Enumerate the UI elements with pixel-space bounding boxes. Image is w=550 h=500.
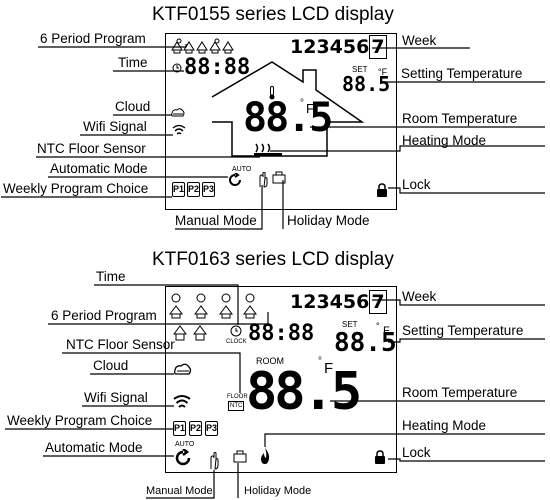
diagram2-heating-icon [261, 448, 270, 464]
diagram1-program-p2: P2 [187, 182, 200, 197]
diagram2-ntc-label: NTC [228, 401, 245, 411]
diagram1-room-temp: 88.5 [243, 95, 333, 141]
diagram1-auto-icon [229, 173, 241, 186]
diagram2-week-days: 123456 [290, 291, 370, 313]
diagram1-label-cloud: Cloud [115, 99, 151, 114]
diagram2-label-time: Time [96, 269, 126, 284]
diagram2-set-label: SET [342, 320, 358, 329]
diagram2-room-temp: 88.5 [246, 362, 362, 422]
diagram1-manual-icon [259, 172, 268, 188]
diagram2-label-room-temperature: Room Temperature [402, 385, 518, 400]
diagram1-cloud-icon [171, 108, 185, 117]
diagram1-set-unit: °F [378, 67, 388, 77]
diagram1-label-setting-temperature: Setting Temperature [401, 66, 523, 81]
diagram1-label-holiday-mode: Holiday Mode [287, 213, 370, 228]
diagram2-auto-icon [175, 449, 191, 466]
diagram1-clock-icon [172, 63, 182, 73]
diagram1-set-temp: 88.5 [342, 72, 391, 96]
diagram2-label-6-period-program: 6 Period Program [51, 308, 157, 323]
diagram2-cloud-icon [174, 363, 192, 375]
diagram2-label-week: Week [402, 289, 437, 304]
diagram2-label-setting-temperature: Setting Temperature [402, 323, 524, 338]
diagram1-holiday-icon [272, 171, 286, 184]
diagram2-title: KTF0163 series LCD display [152, 249, 394, 270]
diagram1-label-week: Week [402, 33, 437, 48]
diagram2-program-p1: P1 [173, 421, 186, 436]
diagram1-room-unit-f: F [306, 101, 314, 116]
diagram2-auto-label: AUTO [175, 441, 195, 448]
diagram2-lcd-screen [165, 286, 397, 473]
diagram2-label-wifi-signal: Wifi Signal [84, 390, 148, 405]
diagram2-room-unit-f: F [324, 360, 334, 377]
diagram2-lock-icon [375, 450, 385, 464]
diagram1-label-weekly-program-choice: Weekly Program Choice [3, 181, 149, 196]
diagram2-label-holiday-mode: Holiday Mode [244, 485, 312, 497]
diagram2-wifi-icon [173, 395, 191, 408]
diagram1-label-manual-mode: Manual Mode [175, 213, 257, 228]
diagram2-label-ntc-floor-sensor: NTC Floor Sensor [66, 337, 175, 352]
diagram1-set-label: SET [352, 65, 368, 74]
diagram1-auto-label: AUTO [232, 166, 252, 173]
diagram2-holiday-icon [233, 450, 247, 463]
diagram1-thermometer-icon [269, 86, 275, 100]
diagram2-label-automatic-mode: Automatic Mode [45, 440, 143, 455]
diagram1-week-days: 123456 [290, 36, 370, 58]
diagram1-label-lock: Lock [402, 177, 431, 192]
diagram1-program-p1: P1 [172, 182, 185, 197]
diagram2-period-icons [169, 293, 257, 341]
diagram2-program-p2: P2 [189, 421, 202, 436]
diagram2-clock-label: CLOCK [226, 339, 247, 345]
diagram2-clock-digits: 88:88 [248, 321, 315, 346]
diagram1-label-ntc-floor-sensor: NTC Floor Sensor [37, 141, 146, 156]
diagram1-clock-digits: 88:88 [184, 55, 251, 80]
diagram2-clock-icon [230, 325, 242, 337]
diagram1-heating-icon [254, 143, 282, 156]
diagram2-set-unit-f: F [383, 325, 390, 337]
diagram1-period-icons [171, 38, 234, 54]
diagram1-title: KTF0155 series LCD display [152, 4, 394, 25]
diagram2-set-unit-c: ° [376, 321, 380, 331]
diagram1-wifi-icon [172, 124, 186, 135]
diagram2-floor-label: FLOOR [227, 394, 248, 400]
diagram2-week-boxed-day: 7 [369, 290, 387, 314]
diagram2-label-weekly-program-choice: Weekly Program Choice [7, 413, 153, 428]
diagram2-label-lock: Lock [402, 445, 431, 460]
diagram1-room-unit-c: ° [300, 98, 304, 109]
diagram1-label-6-period-program: 6 Period Program [40, 31, 146, 46]
diagram1-program-p3: P3 [202, 182, 215, 197]
diagram1-label-automatic-mode: Automatic Mode [50, 161, 148, 176]
diagram1-label-heating-mode: Heating Mode [402, 133, 487, 148]
diagram1-label-wifi-signal: Wifi Signal [83, 119, 147, 134]
diagram1-lock-icon [377, 183, 387, 197]
diagram2-room-label: ROOM [256, 356, 284, 366]
diagram2-room-unit-c: ° [318, 356, 322, 367]
diagram2-set-temp: 88.5 [334, 328, 397, 358]
diagram2-label-heating-mode: Heating Mode [402, 418, 487, 433]
diagram1-week-boxed-day: 7 [369, 35, 387, 59]
diagram1-label-room-temperature: Room Temperature [402, 111, 518, 126]
diagram2-program-p3: P3 [205, 421, 218, 436]
diagram2-label-cloud: Cloud [93, 358, 129, 373]
diagram2-manual-icon [210, 452, 219, 470]
diagram2-label-manual-mode: Manual Mode [146, 485, 213, 497]
diagram1-label-time: Time [118, 55, 148, 70]
